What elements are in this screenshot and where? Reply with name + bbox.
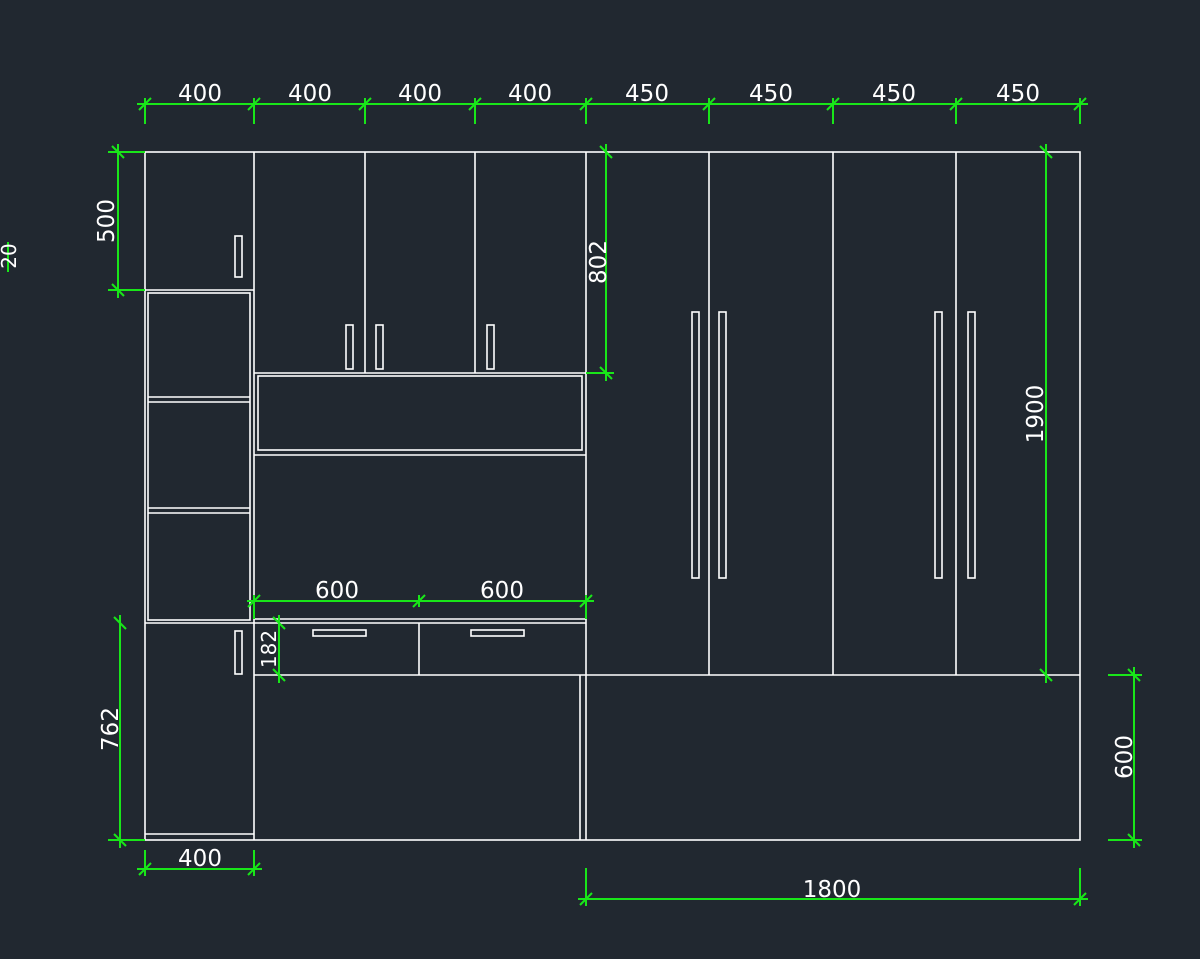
dim-top-7: 450 — [872, 81, 916, 107]
open-niche-inner — [257, 375, 583, 451]
drawer-handle-1 — [312, 629, 367, 637]
dim-wardrobe-height: 1900 — [1023, 385, 1049, 444]
wardrobe-handle-4 — [967, 311, 976, 579]
dim-bottom-left-width: 400 — [178, 846, 222, 872]
left-open-shelves — [147, 292, 251, 621]
dim-base-width: 1800 — [803, 877, 862, 903]
dim-drawer-1-width: 600 — [315, 578, 359, 604]
dim-top-1: 400 — [178, 81, 222, 107]
dim-top-8: 450 — [996, 81, 1040, 107]
dim-drawer-height: 182 — [257, 630, 281, 668]
dim-top-5: 450 — [625, 81, 669, 107]
left-lower-door-handle — [234, 630, 243, 675]
wardrobe-handle-2 — [718, 311, 727, 579]
dim-base-height: 600 — [1112, 735, 1138, 779]
upper-handle-1 — [345, 324, 354, 370]
drawer-handle-2 — [470, 629, 525, 637]
dim-top-6: 450 — [749, 81, 793, 107]
dimension-lines — [7, 97, 1142, 906]
upper-handle-3 — [486, 324, 495, 370]
overall-outline — [144, 151, 1081, 841]
dimension-labels: 400 400 400 400 450 450 450 450 500 802 … — [0, 81, 1138, 903]
dim-left-top-height: 500 — [94, 199, 120, 243]
cabinet-outline — [144, 151, 1081, 841]
wardrobe-handle-3 — [934, 311, 943, 579]
left-top-door-handle — [234, 235, 243, 278]
dim-top-2: 400 — [288, 81, 332, 107]
dim-side-mark: 20 — [0, 243, 21, 268]
upper-handle-2 — [375, 324, 384, 370]
top-dim-ticks — [138, 97, 1087, 124]
dim-top-3: 400 — [398, 81, 442, 107]
dim-left-lower-height: 762 — [98, 707, 124, 751]
dim-drawer-2-width: 600 — [480, 578, 524, 604]
dim-top-4: 400 — [508, 81, 552, 107]
wardrobe-handle-1 — [691, 311, 700, 579]
dim-upper-cabinet-height: 802 — [586, 240, 612, 284]
